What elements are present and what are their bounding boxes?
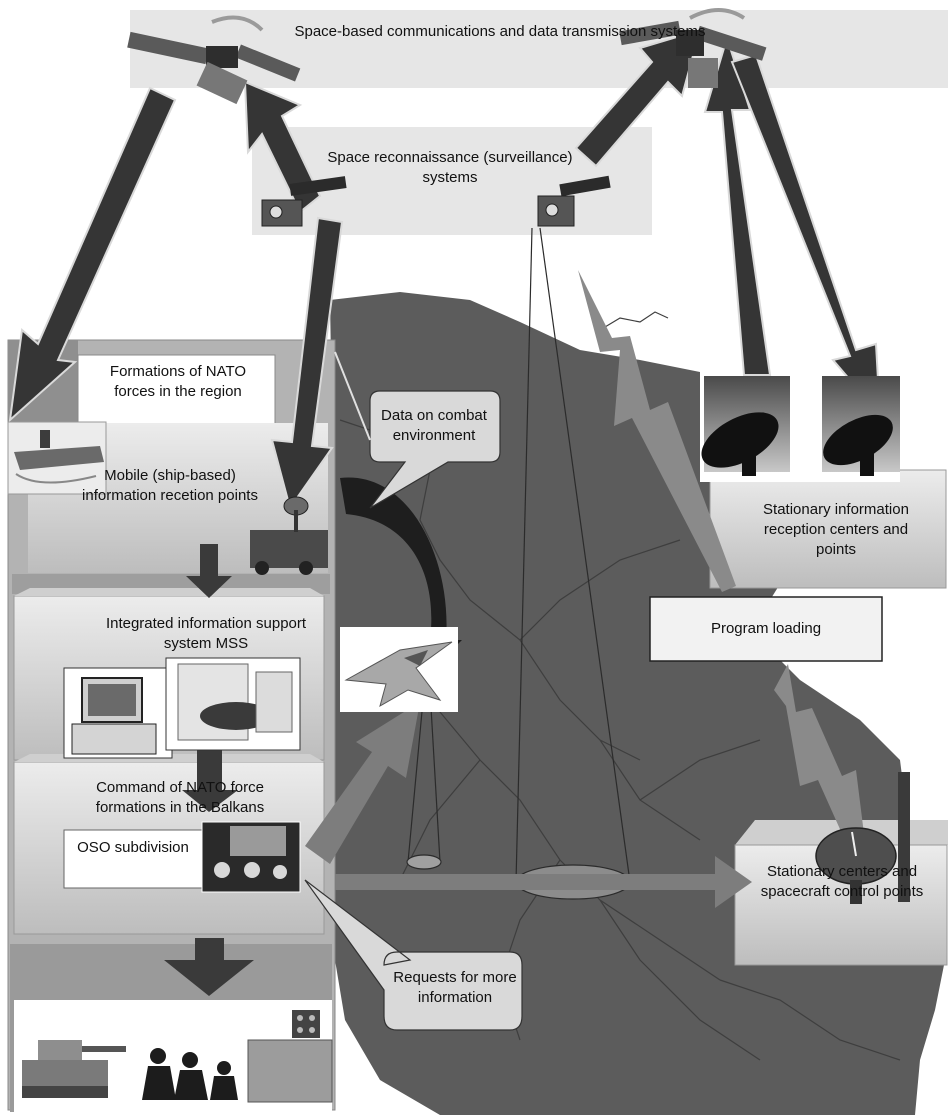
reconnaissance-satellite-icon [537, 175, 611, 227]
command-balkans-label: Command of NATO force formations in the … [95, 779, 265, 816]
stationary-reception-label: Stationary information reception centers… [763, 501, 909, 558]
satellite-dish-icon [822, 376, 900, 476]
combat-data-label: Data on combat environment [381, 407, 487, 444]
jet-feed-arrow [340, 477, 447, 640]
satellite-dish-icon [815, 772, 910, 904]
satellite-icon [127, 15, 301, 105]
command-room-icon [201, 821, 301, 893]
dark-data-arrows [8, 28, 882, 511]
satellite-dish-icon [701, 376, 790, 476]
rocket-launcher-icon [247, 1010, 333, 1103]
combat-data-bubble [369, 390, 501, 509]
oso-box [63, 829, 203, 889]
nato-formations-box [77, 354, 276, 428]
stationary-reception-box [709, 469, 947, 589]
mobile-points-label: Mobile (ship-based) information recetion… [82, 467, 258, 504]
soldiers-icon [142, 1048, 238, 1100]
military-truck-icon [250, 496, 328, 575]
nato-formations-label: Formations of NATO forces in the region [109, 363, 247, 400]
tank-icon [22, 1040, 126, 1098]
oso-label: OSO subdivision [77, 839, 189, 856]
aircraft-carrier-icon [7, 421, 107, 495]
program-loading-label: Program loading [710, 620, 822, 637]
space-comms-panel [130, 10, 948, 88]
satellite-icon [619, 8, 767, 88]
space-comms-label: Space-based communications and data tran… [294, 23, 706, 40]
fighter-jet-icon [340, 627, 458, 712]
program-loading-box [649, 596, 883, 662]
computer-workstation-icon [63, 667, 173, 759]
grey-arrows [305, 270, 866, 908]
reconnaissance-satellite-icon [261, 176, 347, 227]
stationary-control-label: Stationary centers and spacecraft contro… [760, 863, 924, 900]
space-recon-label: Space reconnaissance (surveillance) syst… [327, 149, 573, 186]
requests-label: Requests for more information [393, 969, 517, 1006]
server-equipment-icon [165, 657, 301, 751]
integrated-system-label: Integrated information support system MS… [105, 615, 307, 652]
requests-bubble [304, 879, 523, 1031]
